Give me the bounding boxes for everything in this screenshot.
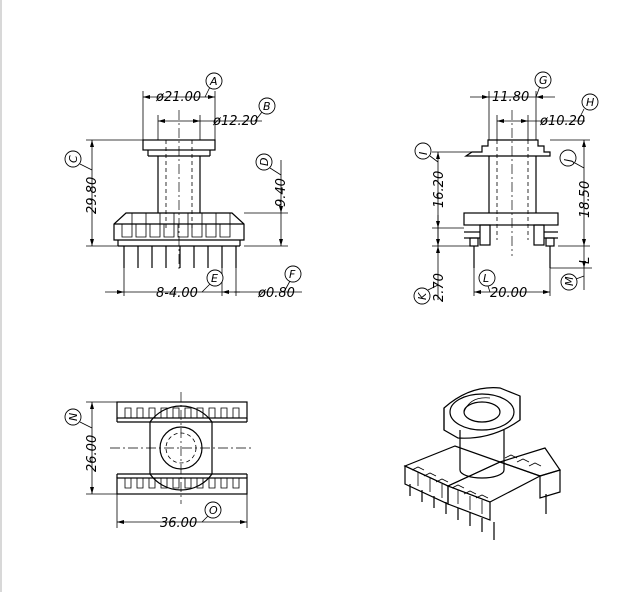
label-G: G xyxy=(539,74,548,87)
side-view: 11.80 G ø10.20 H xyxy=(413,71,599,305)
dim-D-text: 9.40 xyxy=(274,178,289,207)
top-view: 26.00 N 36.00 O xyxy=(64,392,252,531)
label-N-circle xyxy=(64,408,82,426)
label-L: L xyxy=(483,272,489,285)
label-N: N xyxy=(67,413,80,421)
label-A: A xyxy=(209,75,218,88)
dim-B-text: ø12.20 xyxy=(212,114,258,129)
label-I: I xyxy=(417,152,430,155)
label-F-circle xyxy=(284,265,302,283)
label-A-circle xyxy=(205,72,223,90)
label-C: C xyxy=(67,155,80,163)
dim-J-text: 18.50 xyxy=(578,181,593,218)
label-J: J xyxy=(562,159,575,164)
dim-K-text: 2.70 xyxy=(432,273,447,302)
label-K: K xyxy=(416,292,429,300)
label-E-circle xyxy=(206,269,224,287)
front-pins xyxy=(123,246,237,268)
label-F: F xyxy=(289,268,296,281)
iso-pins xyxy=(409,484,547,540)
label-M: M xyxy=(563,276,576,286)
label-M-circle xyxy=(560,273,578,291)
dim-N-text: 26.00 xyxy=(85,435,100,472)
dim-L-text: 20.00 xyxy=(490,286,527,301)
dim-H-text: ø10.20 xyxy=(539,114,585,129)
label-G-circle xyxy=(534,71,552,89)
isometric-view xyxy=(403,387,561,540)
label-I-circle xyxy=(414,142,432,160)
label-B: B xyxy=(263,100,271,113)
label-D-circle xyxy=(255,153,273,171)
label-O-circle xyxy=(204,501,222,519)
label-C-circle xyxy=(64,150,82,168)
dim-F-text: ø0.80 xyxy=(257,286,295,301)
dim-M-text: L xyxy=(578,257,593,264)
label-K-circle xyxy=(413,287,431,305)
dim-E-text: 8-4.00 xyxy=(156,286,198,301)
dim-I-text: 16.20 xyxy=(432,171,447,208)
label-B-circle xyxy=(258,97,276,115)
dim-O-text: 36.00 xyxy=(160,516,197,531)
label-J-circle xyxy=(559,149,577,167)
label-D: D xyxy=(258,158,271,166)
label-E: E xyxy=(211,272,218,285)
front-view: ø21.00 A ø12.20 B xyxy=(64,72,302,301)
left-border xyxy=(0,0,2,592)
dim-C-text: 29.80 xyxy=(85,177,100,214)
label-H: H xyxy=(586,96,594,109)
label-L-circle xyxy=(478,269,496,287)
dim-G-text: 11.80 xyxy=(492,90,529,105)
dim-A-text: ø21.00 xyxy=(155,90,201,105)
label-H-circle xyxy=(581,93,599,111)
label-O: O xyxy=(209,504,218,517)
